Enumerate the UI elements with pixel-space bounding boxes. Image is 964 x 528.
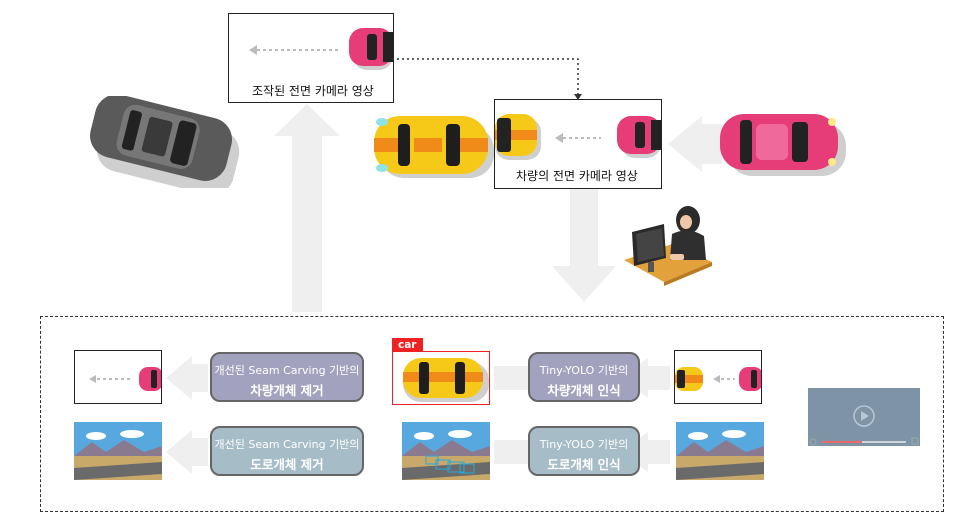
road-removal-line1: 개선된 Seam Carving 기반의 bbox=[214, 438, 360, 451]
road-scene-1 bbox=[74, 422, 162, 480]
vehicle-camera-caption: 차량의 전면 카메라 영상 bbox=[516, 169, 638, 183]
manipulated-camera-caption: 조작된 전면 카메라 영상 bbox=[252, 84, 374, 98]
manipulated-camera-frame bbox=[228, 13, 394, 103]
hacker-illustration bbox=[624, 206, 712, 286]
road-detection-line1: Tiny-YOLO 기반의 bbox=[539, 438, 629, 451]
pipeline-container bbox=[40, 316, 944, 512]
video-player[interactable] bbox=[808, 388, 920, 446]
car-detection-step: Tiny-YOLO 기반의 차량개체 인식 bbox=[528, 352, 640, 402]
car-removed-scene bbox=[89, 367, 161, 391]
fullscreen-icon bbox=[911, 437, 919, 445]
road-removal-step: 개선된 Seam Carving 기반의 도로개체 제거 bbox=[210, 426, 364, 476]
down-arrow bbox=[552, 186, 616, 302]
yellow-car bbox=[374, 116, 494, 178]
car-removed-output bbox=[74, 350, 162, 404]
vehicle-camera-frame bbox=[494, 99, 662, 189]
detection-label: car bbox=[392, 338, 423, 352]
pipeline-arrow-2 bbox=[494, 366, 528, 390]
pipeline-arrow-6 bbox=[620, 432, 670, 472]
pipeline-arrow-4 bbox=[166, 430, 208, 474]
car-detection-frame bbox=[392, 351, 490, 405]
play-icon[interactable] bbox=[850, 402, 878, 430]
up-arrow bbox=[274, 104, 340, 312]
road-removal-line2: 도로개체 제거 bbox=[250, 457, 324, 472]
car-input-frame bbox=[674, 350, 762, 404]
car-removal-line1: 개선된 Seam Carving 기반의 bbox=[214, 364, 360, 377]
vehicle-scene bbox=[495, 114, 661, 160]
car-detection-line2: 차량개체 인식 bbox=[547, 383, 621, 398]
pipeline-arrow-5 bbox=[494, 440, 528, 464]
video-progress-fill bbox=[822, 441, 862, 443]
road-detection-line2: 도로개체 인식 bbox=[547, 457, 621, 472]
pipeline-arrow-3 bbox=[620, 358, 670, 398]
road-detection-step: Tiny-YOLO 기반의 도로개체 인식 bbox=[528, 426, 640, 476]
left-arrow-into-frame bbox=[668, 116, 722, 172]
gray-car bbox=[90, 96, 240, 188]
video-progress-track bbox=[822, 441, 906, 443]
pink-car bbox=[720, 114, 846, 176]
dotted-connector bbox=[392, 58, 582, 100]
road-input-frame bbox=[676, 422, 764, 480]
car-removal-step: 개선된 Seam Carving 기반의 차량개체 제거 bbox=[210, 352, 364, 402]
car-input-scene bbox=[675, 367, 761, 391]
road-removed-output bbox=[74, 422, 162, 480]
road-scene-3 bbox=[676, 422, 764, 480]
road-detection-frame bbox=[402, 422, 490, 480]
car-removal-line2: 차량개체 제거 bbox=[250, 383, 324, 398]
detected-car bbox=[403, 358, 489, 402]
manipulated-scene bbox=[249, 28, 393, 70]
road-scene-2 bbox=[402, 422, 490, 480]
settings-icon bbox=[809, 438, 817, 446]
car-detection-line1: Tiny-YOLO 기반의 bbox=[539, 364, 629, 377]
video-controls bbox=[809, 437, 919, 446]
pipeline-arrow-1 bbox=[166, 356, 208, 400]
